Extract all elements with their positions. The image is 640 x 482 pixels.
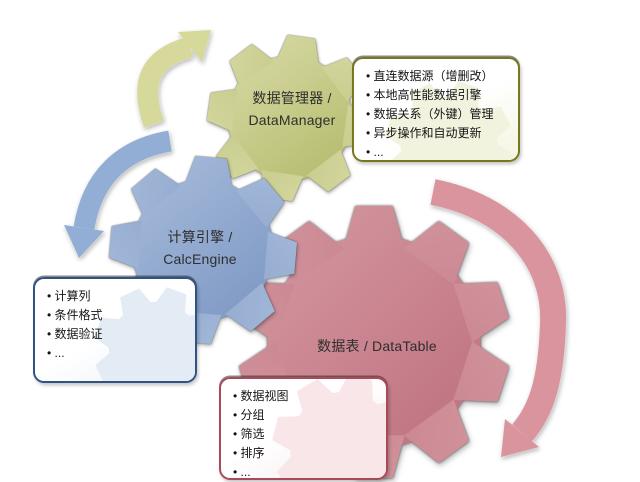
feature-list-calcengine: 计算列 条件格式 数据验证 ... <box>47 287 187 363</box>
arrow-around-datatable-head <box>501 419 539 457</box>
callout-calcengine-features: 计算列 条件格式 数据验证 ... <box>33 277 197 383</box>
callout-datamanager-features: 直连数据源（增删改） 本地高性能数据引擎 数据关系（外键）管理 异步操作和自动更… <box>352 57 520 162</box>
feature-item: 分组 <box>233 406 378 425</box>
feature-item: 筛选 <box>233 425 378 444</box>
feature-item: ... <box>47 344 187 363</box>
feature-item: 数据视图 <box>233 387 378 406</box>
arrow-around-datatable <box>430 179 567 457</box>
arrow-to-datamanager <box>137 30 211 128</box>
feature-item: ... <box>233 463 378 478</box>
arrow-to-datamanager-shaft <box>137 36 194 128</box>
feature-item: 条件格式 <box>47 306 187 325</box>
feature-item: 数据验证 <box>47 325 187 344</box>
feature-list-datamanager: 直连数据源（增删改） 本地高性能数据引擎 数据关系（外键）管理 异步操作和自动更… <box>366 67 510 160</box>
arrow-to-calcengine-head <box>64 225 104 258</box>
arrow-to-calcengine-shaft <box>73 130 173 230</box>
arrow-to-datamanager-head <box>178 30 211 62</box>
feature-item: 本地高性能数据引擎 <box>366 86 510 105</box>
feature-item: 数据关系（外键）管理 <box>366 105 510 124</box>
feature-item: ... <box>366 143 510 160</box>
callout-datatable-features: 数据视图 分组 筛选 排序 ... <box>219 377 388 480</box>
arrow-around-datatable-shaft <box>430 179 567 442</box>
feature-item: 直连数据源（增删改） <box>366 67 510 86</box>
feature-item: 异步操作和自动更新 <box>366 124 510 143</box>
arrow-to-calcengine <box>64 130 173 258</box>
feature-item: 排序 <box>233 444 378 463</box>
feature-list-datatable: 数据视图 分组 筛选 排序 ... <box>233 387 378 478</box>
feature-item: 计算列 <box>47 287 187 306</box>
